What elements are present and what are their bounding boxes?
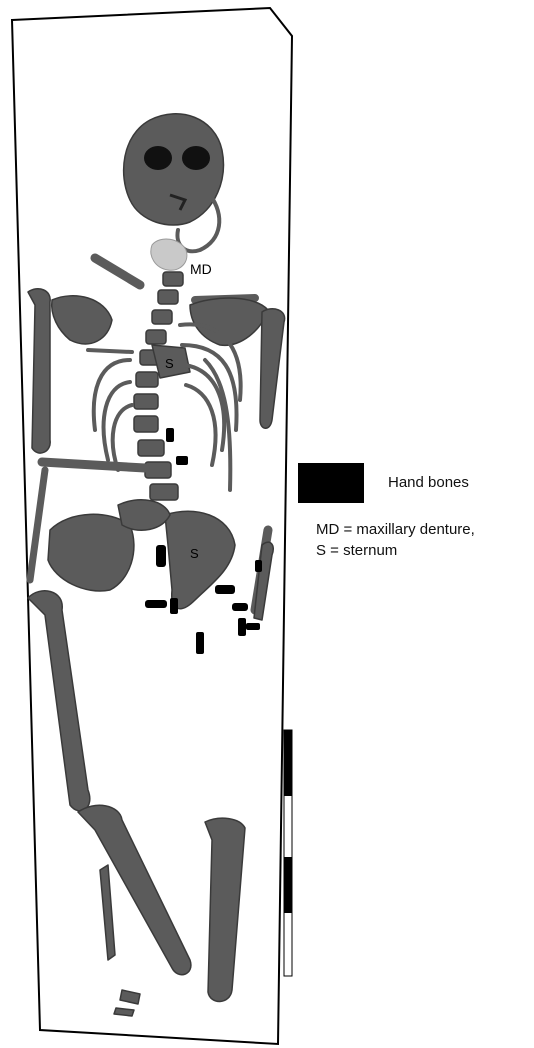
hand-bones-legend-label: Hand bones bbox=[388, 474, 469, 491]
abbreviation-key-line1: MD = maxillary denture, bbox=[316, 521, 475, 538]
foot-bone bbox=[120, 990, 140, 1004]
maxillary-denture bbox=[151, 239, 187, 270]
left-clavicle bbox=[95, 258, 140, 285]
left-forearm-lower bbox=[30, 470, 45, 580]
left-forearm bbox=[42, 462, 145, 468]
abbreviation-key-line2: S = sternum bbox=[316, 542, 397, 559]
left-fibula bbox=[100, 865, 115, 960]
left-scapula bbox=[52, 296, 112, 344]
right-tibia bbox=[205, 818, 245, 1001]
foot-bone bbox=[114, 1008, 134, 1016]
sternum-label: S bbox=[165, 356, 174, 371]
left-tibia bbox=[78, 805, 191, 974]
md-label: MD bbox=[190, 261, 212, 277]
right-os-coxae bbox=[165, 511, 235, 608]
right-humerus bbox=[260, 309, 285, 428]
right-scapula bbox=[190, 298, 268, 345]
hand-bones-legend-swatch bbox=[298, 463, 364, 503]
skull bbox=[124, 114, 224, 252]
left-humerus bbox=[28, 289, 50, 453]
scale-bar bbox=[284, 730, 292, 976]
left-femur bbox=[28, 591, 90, 811]
left-os-coxae bbox=[48, 514, 134, 591]
sacrum bbox=[118, 500, 170, 530]
pelvis-s-label: S bbox=[190, 546, 199, 561]
